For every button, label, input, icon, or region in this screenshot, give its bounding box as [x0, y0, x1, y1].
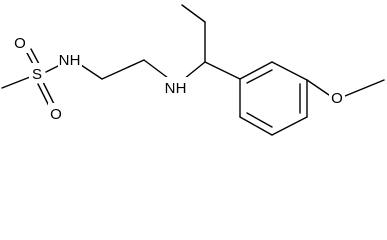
atom-hydrogen-amine: H — [176, 80, 187, 97]
atom-nitrogen-sulfonamide: N — [59, 52, 70, 69]
ring-bond-1 — [239, 61, 273, 80]
bond-ch-ring — [204, 61, 241, 80]
bond-ch2-ch2 — [101, 59, 145, 80]
bond-oxygen-methyl — [344, 79, 385, 97]
ring-bond-2 — [271, 61, 308, 81]
atom-hydrogen-sulfonamide: H — [70, 52, 81, 69]
bond-ch2-amine — [143, 59, 169, 79]
ring-bond-4 — [271, 116, 308, 136]
chemical-structure: S O O N H N H O — [1, 4, 385, 136]
bond-layer — [1, 4, 385, 136]
atom-oxygen-top: O — [14, 35, 26, 52]
atom-label-layer: S O O N H N H O — [12, 33, 345, 123]
bond-sulfur-oxygen-bottom-b — [42, 81, 55, 105]
atom-oxygen-methoxy: O — [331, 90, 343, 107]
bond-sulfur-nitrogen — [45, 65, 59, 73]
bond-methyl-sulfur — [1, 76, 31, 89]
ring-bond-1-inner — [246, 69, 273, 84]
bond-sulfur-oxygen-top-b — [30, 48, 40, 65]
bond-ring-oxygen — [306, 79, 330, 96]
atom-nitrogen-amine: N — [165, 80, 176, 97]
bond-sulfur-oxygen-bottom-a — [37, 83, 50, 107]
bond-ethyl-ch3 — [181, 4, 206, 23]
ring-bond-5 — [239, 116, 273, 136]
atom-sulfur: S — [32, 66, 42, 83]
ring-bond-5-inner — [246, 112, 273, 128]
bond-amine-ch — [183, 61, 206, 80]
atom-oxygen-bottom: O — [50, 106, 62, 123]
